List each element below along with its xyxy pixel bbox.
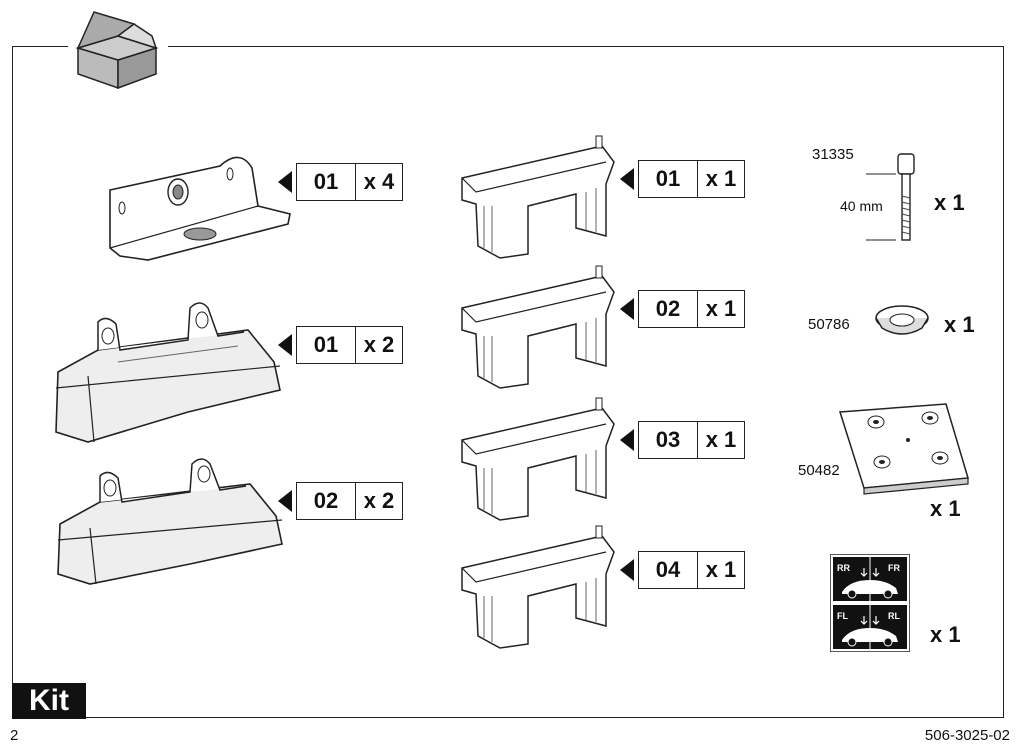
fit-kit-part-03	[461, 397, 615, 521]
sticker-tag: FL	[837, 611, 848, 621]
bolt-code: 31335	[812, 146, 854, 163]
page-frame	[12, 46, 1004, 718]
section-title: Kit	[12, 683, 86, 719]
sticker-tag: RR	[837, 563, 850, 573]
part-number: 02	[639, 291, 698, 327]
washer-code: 50786	[808, 316, 850, 333]
part-number: 01	[639, 161, 698, 197]
part-number: 03	[639, 422, 698, 458]
washer-icon	[875, 305, 929, 335]
sticker-quantity: x 1	[930, 622, 961, 647]
bolt-icon	[866, 153, 915, 241]
position-sticker-icon: RR FR FL RL	[830, 554, 910, 652]
mounting-bracket-01	[109, 156, 291, 261]
fit-kit-part-02	[461, 265, 615, 389]
pointer-arrow-icon	[278, 334, 292, 356]
fit-kit-part-04	[461, 525, 615, 649]
part-label: 01 x 1	[620, 160, 745, 198]
part-label: 03 x 1	[620, 421, 745, 459]
part-number: 01	[297, 327, 356, 363]
kit-box-icon	[75, 11, 159, 90]
part-label: 02 x 2	[278, 482, 403, 520]
part-label: 01 x 4	[278, 163, 403, 201]
sticker-tag: RL	[888, 611, 900, 621]
part-quantity: x 2	[363, 332, 395, 357]
pad-quantity: x 1	[930, 496, 961, 521]
pointer-arrow-icon	[620, 168, 634, 190]
page-number: 2	[10, 727, 19, 744]
pad-code: 50482	[798, 462, 840, 479]
bolt-quantity: x 1	[934, 190, 965, 215]
rubber-pad-icon	[838, 403, 969, 495]
washer-quantity: x 1	[944, 312, 975, 337]
part-quantity: x 1	[705, 427, 737, 452]
foot-base-01	[55, 302, 281, 443]
part-quantity: x 1	[705, 557, 737, 582]
part-number: 01	[297, 164, 356, 200]
sticker-tag: FR	[888, 563, 900, 573]
part-quantity: x 2	[363, 488, 395, 513]
part-quantity: x 1	[705, 166, 737, 191]
part-label: 02 x 1	[620, 290, 745, 328]
part-label: 01 x 2	[278, 326, 403, 364]
pointer-arrow-icon	[278, 171, 292, 193]
pointer-arrow-icon	[620, 559, 634, 581]
part-label: 04 x 1	[620, 551, 745, 589]
part-number: 04	[639, 552, 698, 588]
part-quantity: x 4	[363, 169, 395, 194]
bolt-length: 40 mm	[840, 198, 883, 214]
document-number: 506-3025-02	[924, 727, 1010, 744]
pointer-arrow-icon	[620, 298, 634, 320]
fit-kit-part-01	[461, 135, 615, 259]
part-number: 02	[297, 483, 356, 519]
pointer-arrow-icon	[620, 429, 634, 451]
part-quantity: x 1	[705, 296, 737, 321]
foot-base-02	[57, 458, 283, 585]
pointer-arrow-icon	[278, 490, 292, 512]
